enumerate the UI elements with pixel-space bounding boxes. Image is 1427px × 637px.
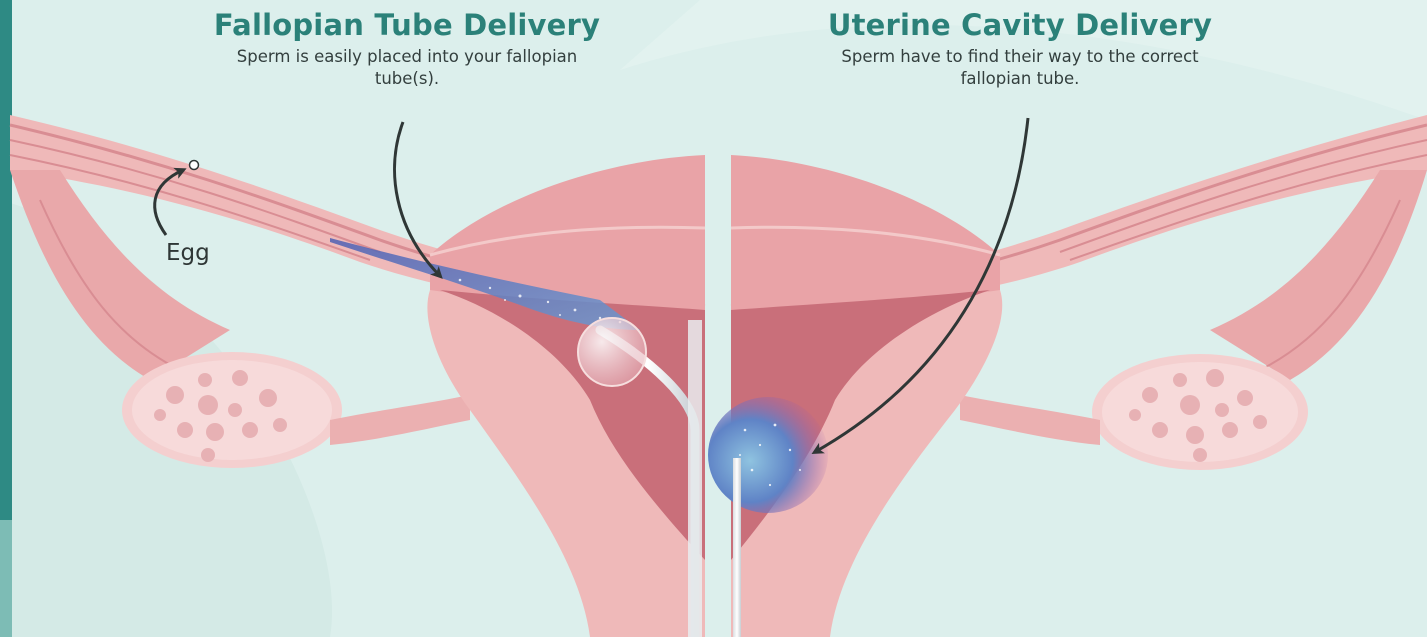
right-catheter <box>733 458 741 637</box>
panel-divider <box>707 150 731 637</box>
right-sperm-cloud <box>708 397 828 513</box>
right-panel-description: Sperm have to find their way to the corr… <box>840 46 1200 90</box>
egg-icon <box>190 161 199 170</box>
left-panel-description: Sperm is easily placed into your fallopi… <box>227 46 587 90</box>
left-heading-block: Fallopian Tube Delivery Sperm is easily … <box>127 8 687 90</box>
edge-strip-lower <box>0 520 12 637</box>
egg-label: Egg <box>166 240 210 266</box>
edge-strip <box>0 0 12 560</box>
right-panel-title: Uterine Cavity Delivery <box>740 8 1300 42</box>
left-balloon <box>578 318 646 386</box>
right-heading-block: Uterine Cavity Delivery Sperm have to fi… <box>740 8 1300 90</box>
left-panel-title: Fallopian Tube Delivery <box>127 8 687 42</box>
